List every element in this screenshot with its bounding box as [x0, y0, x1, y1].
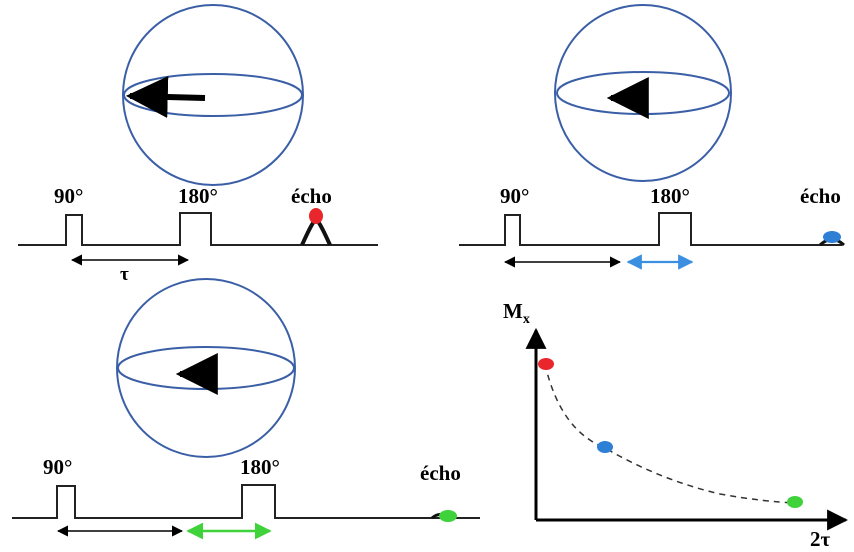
data-point-blue [597, 441, 613, 453]
pulse-sequence-2 [459, 212, 842, 246]
pulse-90-label-2: 90° [500, 184, 529, 208]
echo-label-1: écho [291, 184, 332, 208]
pulse-180-label-3: 180° [240, 455, 280, 479]
pulse-sequence-3 [12, 484, 480, 519]
pulse-sequence-1 [18, 212, 378, 246]
bloch-sphere-1 [122, 4, 304, 186]
bloch-sphere-2 [554, 4, 732, 182]
pulse-90-label-1: 90° [54, 184, 83, 208]
tau-label: τ [120, 264, 129, 285]
pulse-90-label-3: 90° [43, 455, 72, 479]
x-axis-label: 2τ [810, 527, 831, 551]
echo-dot-3 [439, 510, 457, 522]
data-point-green [787, 496, 803, 508]
echo-signal-1 [300, 218, 332, 246]
bloch-sphere-3 [116, 278, 296, 458]
decay-curve [544, 363, 798, 504]
echo-label-2: écho [800, 184, 841, 208]
panel-1: 90° 180° écho τ [18, 4, 378, 285]
decay-plot: Mx 2τ [503, 299, 849, 551]
pulse-180-label-2: 180° [650, 184, 690, 208]
panel-2: 90° 180° écho [459, 4, 846, 270]
y-axis-label: Mx [503, 299, 530, 327]
echo-dot-1 [309, 208, 323, 224]
panel-3: 90° 180° écho [12, 278, 480, 540]
pulse-180-label-1: 180° [178, 184, 218, 208]
echo-dot-2 [823, 231, 841, 243]
magnetization-arrow-1 [125, 76, 206, 119]
data-point-red [538, 358, 554, 370]
echo-label-3: écho [420, 461, 461, 485]
